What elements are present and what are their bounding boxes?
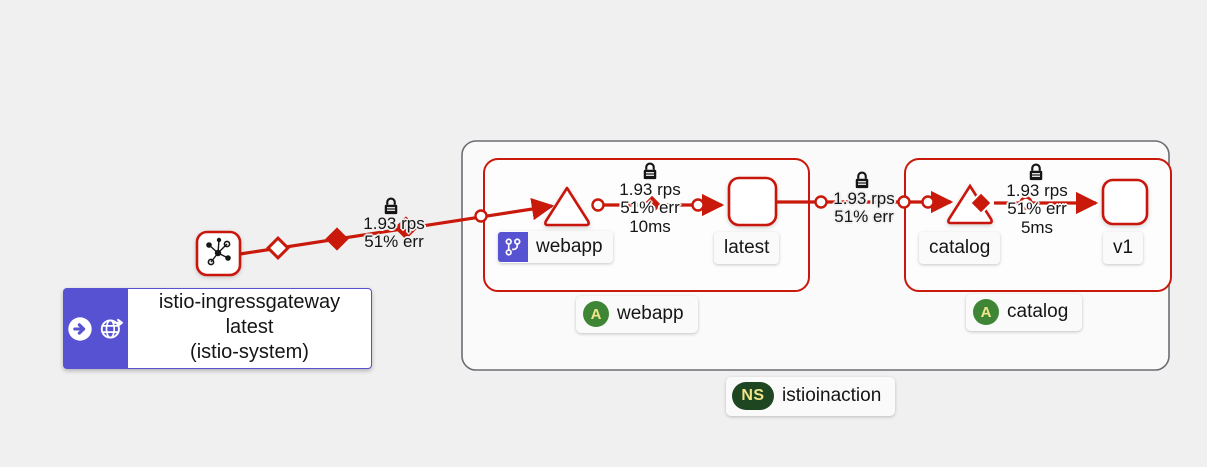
service-node-label-text: webapp (536, 236, 603, 257)
edge-label-catalog-to-v1: 1.93 rps 51% err 5ms (996, 181, 1078, 237)
gateway-namespace: (istio-system) (190, 341, 309, 363)
code-branch-glyph (505, 238, 521, 256)
workload-node-v1[interactable] (1101, 178, 1149, 226)
workload-node-label-v1[interactable]: v1 (1103, 232, 1144, 264)
edge-rps: 1.93 rps (619, 180, 681, 199)
service-node-webapp[interactable] (544, 186, 590, 227)
edge-label-latest-to-catalog: 1.93 rps 51% err (824, 189, 904, 227)
ingress-arrow-icon (67, 316, 92, 341)
edge-err: 51% err (1007, 199, 1067, 219)
workload-node-label-latest[interactable]: latest (714, 232, 780, 264)
edge-label-gateway-to-webapp: 1.93 rps 51% err (354, 214, 434, 252)
app-badge-icon: A (583, 301, 609, 327)
lock-icon (643, 162, 657, 180)
mesh-topology-icon (206, 237, 231, 266)
edge-rps: 1.93 rps (363, 214, 425, 233)
service-node-catalog[interactable] (947, 183, 993, 225)
lock-icon (1029, 163, 1043, 181)
edge-err: 51% err (834, 207, 894, 227)
edge-rps: 1.93 rps (833, 189, 895, 208)
gateway-icon-group (64, 289, 128, 368)
edge-label-webapp-to-latest: 1.93 rps 51% err 10ms (609, 180, 691, 236)
service-node-label-webapp[interactable]: webapp (498, 231, 613, 263)
app-group-label: webapp (617, 303, 684, 324)
workload-node-label-text: v1 (1113, 237, 1134, 258)
edge-rps: 1.93 rps (1006, 181, 1068, 200)
gateway-globe-icon (100, 318, 123, 339)
ns-badge-icon: NS (732, 382, 774, 410)
edge-err: 51% err (620, 198, 680, 218)
workload-node-label-text: latest (724, 237, 770, 258)
edge-rt: 10ms (629, 216, 671, 236)
code-branch-icon (498, 232, 528, 262)
edge-err: 51% err (364, 232, 424, 252)
gateway-name: istio-ingressgateway (158, 291, 341, 313)
gateway-node-text: istio-ingressgateway latest (istio-syste… (128, 289, 371, 368)
edge-rt: 5ms (1020, 217, 1054, 237)
workload-node-latest[interactable] (727, 176, 778, 227)
gateway-node-box[interactable]: istio-ingressgateway latest (istio-syste… (63, 288, 372, 369)
service-node-label-catalog[interactable]: catalog (919, 232, 1001, 264)
service-node-label-text: catalog (929, 237, 991, 258)
app-group-label: catalog (1007, 301, 1069, 322)
gateway-version: latest (225, 316, 274, 338)
namespace-label: istioinaction (782, 385, 882, 406)
lock-icon (855, 171, 869, 189)
app-group-badge-webapp[interactable]: A webapp (576, 296, 698, 333)
app-badge-icon: A (973, 299, 999, 325)
lock-icon (384, 197, 398, 215)
namespace-badge[interactable]: NS istioinaction (726, 377, 896, 416)
workload-node-istio-ingressgateway[interactable] (195, 230, 242, 277)
app-group-badge-catalog[interactable]: A catalog (966, 294, 1083, 331)
